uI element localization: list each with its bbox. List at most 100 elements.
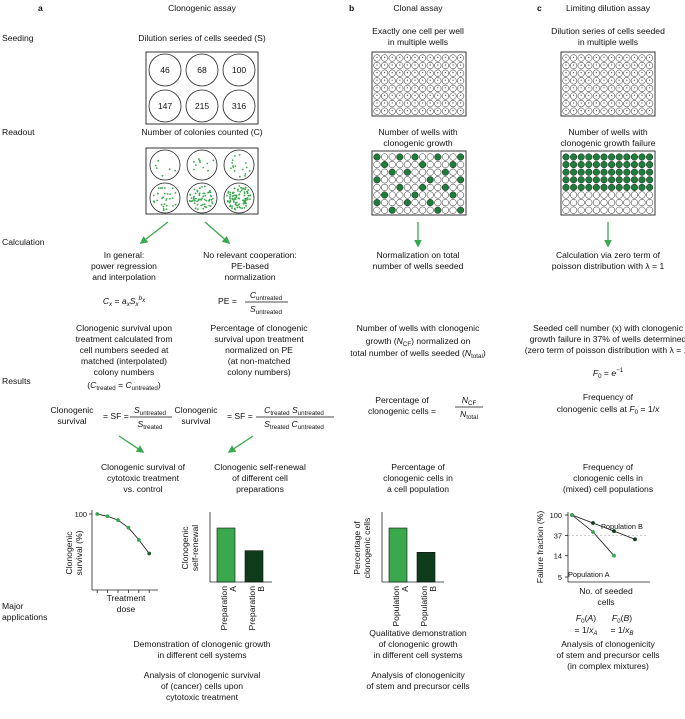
cell-dot: [452, 56, 454, 59]
well: [441, 199, 449, 207]
app-b-3: in different cell systems: [373, 650, 462, 660]
well: [457, 183, 465, 191]
readout-plate-a-colonies: [149, 149, 255, 214]
cell-dot: [618, 102, 620, 104]
well: [638, 199, 646, 207]
chart-percentage: Percentage of clonogenic cells Populatio…: [352, 512, 444, 627]
well: [570, 77, 578, 85]
cell-dot: [633, 102, 636, 104]
cell-dot: [391, 110, 393, 112]
cell-dot: [603, 94, 605, 96]
colony-dot: [193, 202, 196, 205]
chart-survival-ylabel-1: Clonogenic: [64, 531, 74, 575]
well: [396, 77, 404, 85]
colony-dot: [193, 168, 195, 171]
cell-dot: [595, 56, 598, 59]
well: [577, 153, 585, 161]
seeding-plate-c-wells: [562, 54, 654, 115]
colony-dot: [248, 169, 251, 172]
colony-dot: [232, 194, 235, 197]
colony-dot: [192, 197, 195, 199]
well: [592, 191, 600, 199]
well: [623, 206, 631, 214]
colony-dot: [171, 187, 174, 190]
colony-dot: [231, 162, 234, 164]
bar-label: B: [428, 586, 438, 592]
panel-title-b: Clonal assay: [393, 3, 443, 13]
calc-a-left-desc5: colony numbers: [94, 367, 155, 377]
colony-dot: [242, 168, 244, 171]
results-b-title1: Percentage of: [391, 462, 445, 472]
well: [426, 77, 434, 85]
well: [585, 199, 593, 207]
calc-a-right-desc4: (at non-matched: [228, 356, 291, 366]
colony-dot: [174, 169, 177, 172]
well: [403, 199, 411, 207]
well-count: 316: [232, 101, 247, 111]
well: [577, 183, 585, 191]
well: [646, 161, 654, 169]
well: [638, 191, 646, 199]
well: [600, 168, 608, 176]
calc-a-right-line3: normalization: [224, 272, 275, 282]
cell-dot: [595, 72, 598, 74]
panel-title-c: Limiting dilution assay: [566, 3, 651, 13]
cell-dot: [565, 94, 567, 96]
app-b-5: of stem and precursor cells: [366, 681, 469, 691]
cell-dot: [452, 64, 454, 66]
cell-dot: [565, 72, 567, 74]
cell-dot: [641, 64, 643, 66]
cell-dot: [376, 72, 378, 74]
cell-dot: [414, 72, 416, 74]
well: [608, 199, 616, 207]
colony-dot: [161, 187, 164, 189]
well: [373, 153, 381, 161]
cell-dot: [573, 56, 575, 59]
well: [615, 183, 623, 191]
app-b-2: of clonogenic growth: [379, 639, 458, 649]
chart-ff-xlabel-1: No. of seeded: [579, 586, 633, 596]
cell-dot: [452, 79, 454, 81]
calc-c-desc1: Seeded cell number (x) with clonogenic: [533, 323, 684, 333]
well: [608, 176, 616, 184]
cell-dot: [626, 56, 628, 59]
cell-dot: [603, 56, 605, 59]
well: [615, 77, 623, 85]
panel-letter-c: c: [537, 3, 542, 13]
well: [396, 206, 404, 214]
sf-a-left-num: Suntreated: [134, 405, 166, 417]
well: [396, 183, 404, 191]
well: [630, 183, 638, 191]
well: [426, 199, 434, 207]
cell-dot: [422, 94, 424, 96]
readout-plate-b-wells: [373, 153, 465, 214]
chart-ff-lines: [568, 513, 648, 558]
panel-letter-b: b: [349, 3, 354, 13]
well: [615, 206, 623, 214]
well: [426, 206, 434, 214]
sf-a-right-num: Ctreated Suntreated: [264, 405, 324, 417]
cell-dot: [618, 56, 620, 59]
cell-dot: [452, 87, 454, 89]
colony-dot: [202, 192, 205, 195]
colony-dot: [189, 193, 192, 196]
results-a-right-title3: preparations: [236, 484, 284, 494]
colony-dot: [153, 194, 155, 197]
well: [434, 161, 442, 169]
well: [441, 168, 449, 176]
well: [457, 191, 465, 199]
well: [615, 176, 623, 184]
cell-dot: [626, 72, 628, 74]
calc-b-desc1: Number of wells with clonogenic: [357, 323, 480, 333]
survival-point: [105, 514, 110, 519]
colony-dot: [198, 192, 201, 195]
readout-b-line2: clonogenic growth: [383, 138, 452, 148]
calc-a-right-desc1: Percentage of clonogenic: [211, 323, 309, 333]
chart-pct-ylabel-1: Percentage of: [352, 521, 362, 575]
chart-survival-xticks: [96, 590, 150, 593]
results-b-title3: a cell population: [387, 484, 449, 494]
cell-dot: [641, 110, 643, 112]
well: [434, 176, 442, 184]
well: [449, 199, 457, 207]
well: [373, 77, 381, 85]
